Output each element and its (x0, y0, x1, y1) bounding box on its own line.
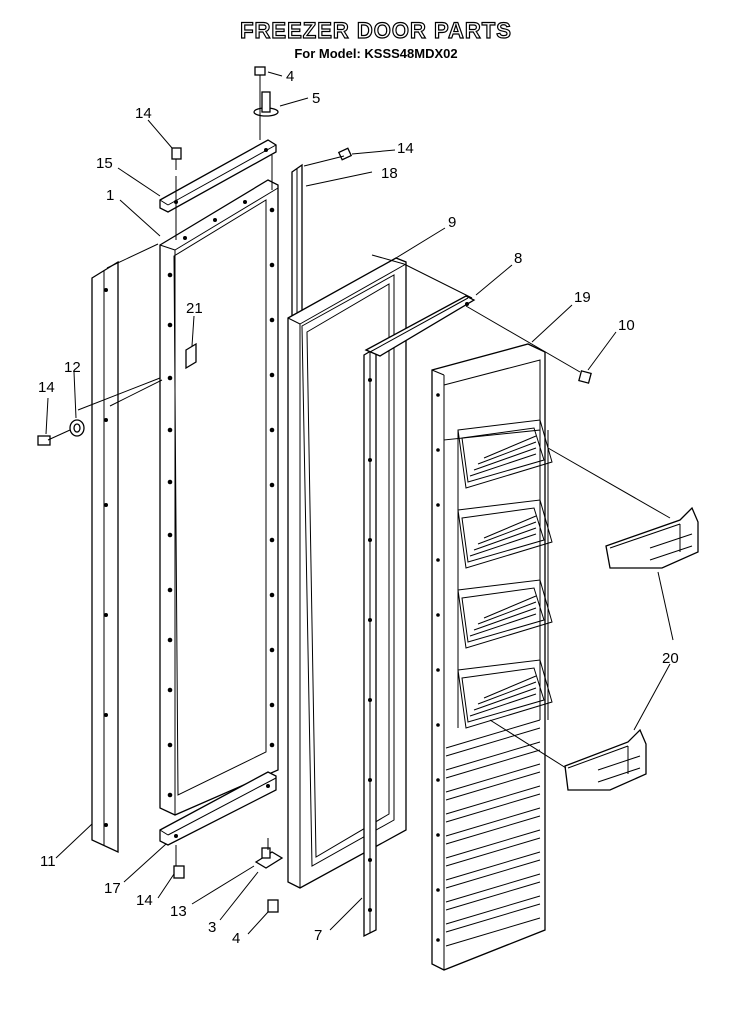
callout-20: 20 (662, 650, 679, 667)
liner-shelves (457, 419, 553, 729)
door-liner-part-19 (431, 343, 553, 971)
callout-4-top: 4 (286, 68, 294, 85)
top-hinge-bracket-part-15 (159, 139, 277, 213)
screw-part-14-left (37, 435, 51, 446)
callout-15: 15 (96, 155, 113, 172)
screw-part-14-top (171, 147, 182, 170)
liner-shelf-ribs (469, 435, 537, 717)
screw-part-4-bottom (267, 899, 279, 913)
diagram-title: FREEZER DOOR PARTS (239, 17, 512, 43)
callout-8: 8 (514, 250, 522, 267)
callout-11: 11 (40, 853, 56, 870)
callout-18: 18 (381, 165, 398, 182)
callout-labels: 4 5 14 14 18 15 1 9 8 19 10 21 12 14 20 … (38, 68, 679, 947)
liner-side-holes (436, 393, 440, 942)
callout-4-bottom: 4 (232, 930, 240, 947)
screw-part-4-top (254, 66, 266, 82)
callout-14-top-right: 14 (397, 140, 414, 157)
screw-part-14-strip (337, 147, 353, 161)
handle-washer-part-12 (69, 419, 85, 437)
screw-part-14-bottom (173, 865, 185, 879)
callout-14-top-left: 14 (135, 105, 152, 122)
callout-10: 10 (618, 317, 635, 334)
callout-19: 19 (574, 289, 591, 306)
hinge-pin-part-5 (253, 91, 279, 117)
outer-door-panel-part-11 (91, 260, 119, 854)
callout-17: 17 (104, 880, 121, 897)
callout-7: 7 (314, 927, 322, 944)
callout-14-left: 14 (38, 379, 55, 396)
door-bin-upper-part-20 (605, 506, 699, 569)
door-hinge-strip-part-7 (363, 346, 377, 938)
callout-1: 1 (106, 187, 114, 204)
callout-13: 13 (170, 903, 187, 920)
liner-lower-ribs (445, 719, 541, 947)
callout-12: 12 (64, 359, 81, 376)
hinge-part-3 (254, 847, 284, 869)
bracket-part-21 (185, 342, 197, 370)
callout-9: 9 (448, 214, 456, 231)
callout-14-bottom: 14 (136, 892, 153, 909)
door-bin-lower-part-20 (564, 728, 647, 791)
door-top-strip-part-8 (364, 295, 476, 357)
diagram-subtitle: For Model: KSSS48MDX02 (294, 46, 458, 61)
callout-21: 21 (186, 300, 203, 317)
callout-5: 5 (312, 90, 320, 107)
door-gasket-part-9 (287, 257, 407, 889)
bottom-hinge-bracket-part-17 (159, 771, 277, 846)
callout-3: 3 (208, 919, 216, 936)
callout-arrows (45, 71, 674, 935)
screw-part-10 (578, 370, 592, 384)
leader-lines (47, 82, 671, 866)
door-frame-part-1 (159, 179, 279, 816)
